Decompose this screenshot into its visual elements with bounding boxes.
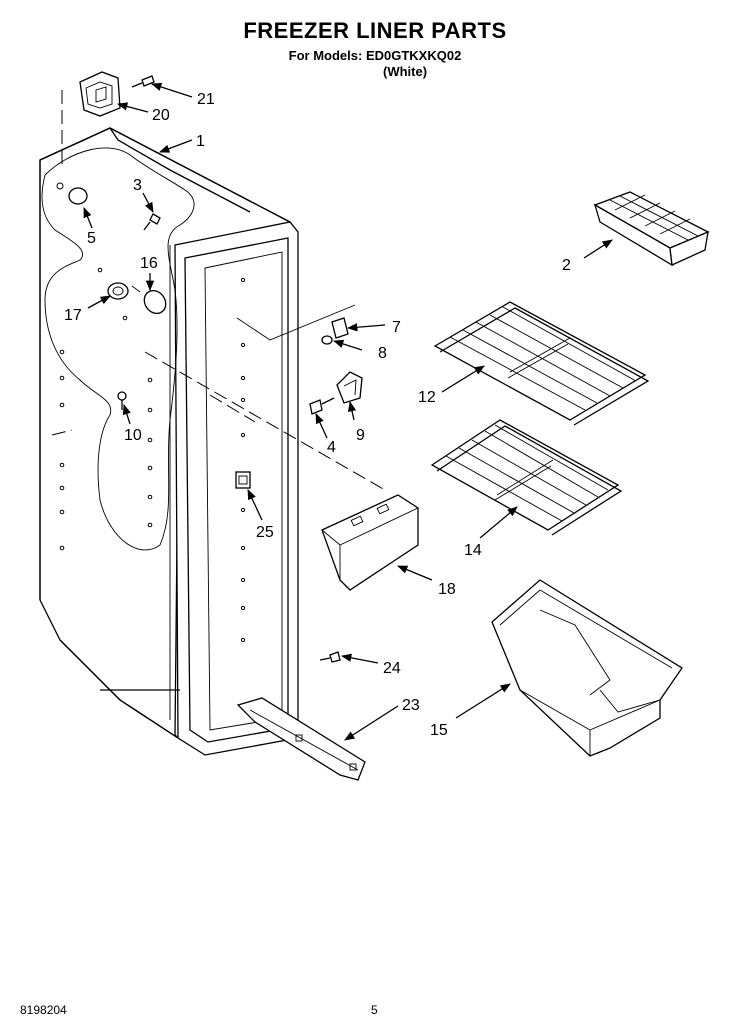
screw-part-8 — [321, 335, 333, 345]
shelf-support-part-7 — [331, 317, 349, 339]
light-bulb-part-16 — [131, 285, 167, 315]
screw-part-10 — [117, 391, 127, 410]
models-line: For Models: ED0GTKXKQ02 — [288, 48, 462, 63]
page-title: FREEZER LINER PARTS — [243, 18, 507, 43]
callout-labels: 1 2 3 4 5 7 8 9 10 12 14 15 16 17 18 20 … — [64, 91, 571, 739]
screw-part-24 — [319, 651, 341, 663]
callout-8: 8 — [378, 345, 387, 362]
callout-18: 18 — [438, 581, 456, 598]
callout-2: 2 — [562, 257, 571, 274]
callout-17: 17 — [64, 307, 82, 324]
callout-25: 25 — [256, 524, 274, 541]
switch-part-25 — [235, 471, 251, 489]
callout-10: 10 — [124, 427, 142, 444]
callout-12: 12 — [418, 389, 436, 406]
leader-lines — [83, 82, 613, 741]
callout-4: 4 — [327, 439, 336, 456]
lamp-socket-part-17 — [107, 282, 129, 300]
callout-23: 23 — [402, 697, 420, 714]
bracket-part-20 — [79, 71, 121, 117]
callout-14: 14 — [464, 542, 482, 559]
callout-15: 15 — [430, 722, 448, 739]
document-number: 8198204 — [20, 1003, 67, 1017]
callout-20: 20 — [152, 107, 170, 124]
callout-16: 16 — [140, 255, 158, 272]
wire-shelf-part-12 — [433, 301, 650, 426]
screw-part-3 — [143, 213, 161, 231]
knob-part-5 — [56, 182, 88, 205]
shelf-bracket-part-9 — [336, 371, 363, 404]
callout-7: 7 — [392, 319, 401, 336]
callout-5: 5 — [87, 230, 96, 247]
bottom-rail-part-23 — [236, 697, 366, 781]
callout-1: 1 — [196, 133, 205, 150]
callout-21: 21 — [197, 91, 215, 108]
screw-part-4 — [309, 397, 335, 415]
callout-24: 24 — [383, 660, 401, 677]
callout-9: 9 — [356, 427, 365, 444]
color-variant: (White) — [383, 64, 428, 79]
wire-shelf-part-14 — [430, 419, 623, 536]
callout-3: 3 — [133, 177, 142, 194]
bin-part-15 — [491, 579, 683, 757]
screw-part-21 — [131, 75, 155, 88]
shelf-rail-part-18 — [321, 494, 419, 591]
ice-tray-part-2 — [593, 191, 710, 267]
page-number: 5 — [371, 1003, 378, 1017]
